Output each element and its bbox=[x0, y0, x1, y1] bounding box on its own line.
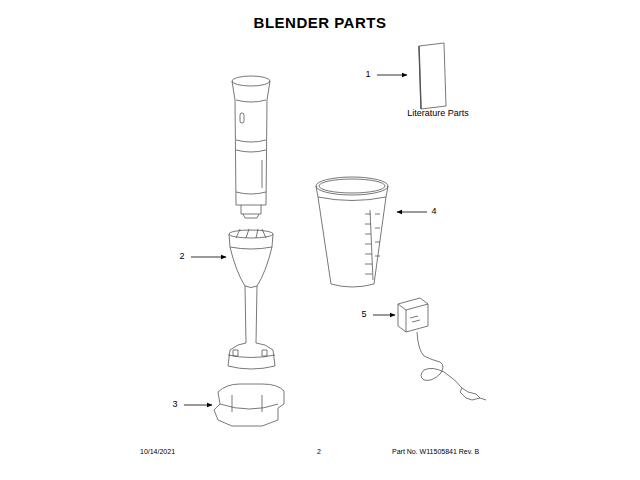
callout-number: 3 bbox=[172, 400, 177, 410]
motor-body bbox=[232, 76, 270, 218]
leader-lines bbox=[184, 75, 427, 405]
blade-guard bbox=[214, 384, 284, 426]
callout-number: 5 bbox=[361, 310, 366, 320]
part-number: Part No. W11505841 Rev. B bbox=[392, 448, 479, 456]
page-title: BLENDER PARTS bbox=[254, 15, 387, 32]
part-name: Literature Parts bbox=[407, 109, 469, 119]
date-stamp: 10/14/2021 bbox=[140, 448, 175, 456]
blending-arm bbox=[228, 229, 275, 369]
blending-beaker bbox=[316, 177, 388, 287]
literature-booklet bbox=[419, 43, 446, 109]
callout-number: 2 bbox=[179, 252, 184, 262]
callout-number: 4 bbox=[431, 207, 436, 217]
page-number: 2 bbox=[317, 448, 321, 456]
callout-number: 1 bbox=[365, 70, 370, 80]
power-adapter bbox=[398, 298, 486, 400]
